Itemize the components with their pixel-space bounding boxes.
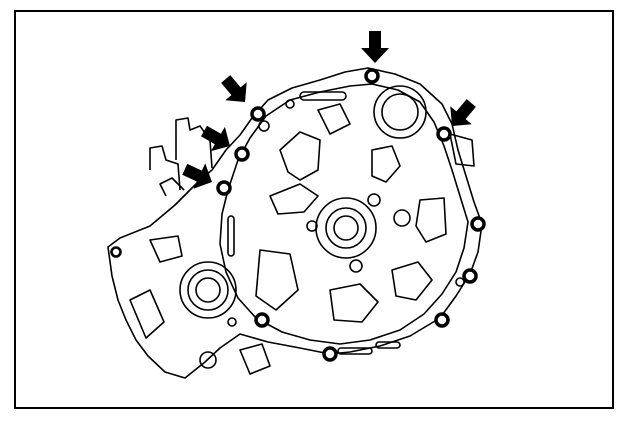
internal-rib — [371, 145, 401, 183]
bolt-marker — [322, 346, 338, 362]
input-shaft-bore-mid — [325, 207, 367, 249]
internal-rib — [329, 283, 379, 323]
pointer-arrows — [182, 31, 476, 189]
case-outline — [107, 67, 483, 379]
bell-housing-flange — [219, 83, 469, 345]
internal-rib — [255, 249, 299, 311]
diagram-frame — [14, 10, 614, 409]
arrow-icon — [221, 75, 247, 102]
internal-rib — [317, 103, 351, 135]
internal-rib — [391, 261, 433, 301]
bolt-marker — [234, 146, 250, 162]
bolt-marker — [436, 126, 452, 142]
rib-slot — [299, 91, 347, 101]
bolt-marker — [470, 216, 486, 232]
bolt-marker — [111, 247, 121, 257]
differential-bore-outer — [179, 261, 237, 319]
rib-slot — [337, 347, 373, 355]
small-hole — [349, 259, 363, 273]
input-shaft-bore-outer — [315, 197, 377, 259]
small-hole — [258, 120, 270, 132]
left-bracket-lower — [159, 177, 185, 197]
internal-rib — [149, 235, 183, 263]
upper-bore-outer — [373, 85, 427, 139]
internal-rib — [449, 133, 475, 167]
differential-bore-inner — [195, 277, 221, 303]
bolt-marker — [462, 268, 478, 284]
upper-bore-inner — [381, 93, 419, 131]
arrow-icon — [182, 163, 212, 189]
bolt-marker — [216, 180, 232, 196]
rib-slot — [227, 215, 235, 257]
internal-rib — [415, 197, 447, 243]
bolt-marker — [254, 312, 270, 328]
arrow-icon — [361, 31, 389, 63]
internal-rib — [279, 131, 321, 181]
small-hole — [393, 209, 411, 227]
internal-rib — [239, 343, 271, 375]
small-hole — [199, 351, 217, 369]
small-hole — [306, 220, 318, 232]
small-hole — [227, 317, 237, 327]
bolt-marker — [250, 106, 266, 122]
bolt-markers — [111, 68, 486, 362]
rib-slot — [375, 341, 401, 349]
input-shaft-bore-inner — [333, 215, 359, 241]
arrow-icon — [201, 125, 230, 152]
small-hole — [367, 193, 381, 207]
small-hole — [110, 246, 122, 258]
bolt-marker — [364, 68, 380, 84]
bolt-marker — [434, 312, 450, 328]
internal-rib — [129, 289, 165, 339]
small-hole — [285, 99, 295, 109]
internal-rib — [269, 183, 319, 215]
arrow-icon — [450, 99, 476, 126]
differential-bore-mid — [187, 269, 229, 311]
small-hole — [455, 277, 465, 287]
left-bracket-upper — [175, 117, 213, 169]
left-bracket-mid — [149, 145, 181, 191]
